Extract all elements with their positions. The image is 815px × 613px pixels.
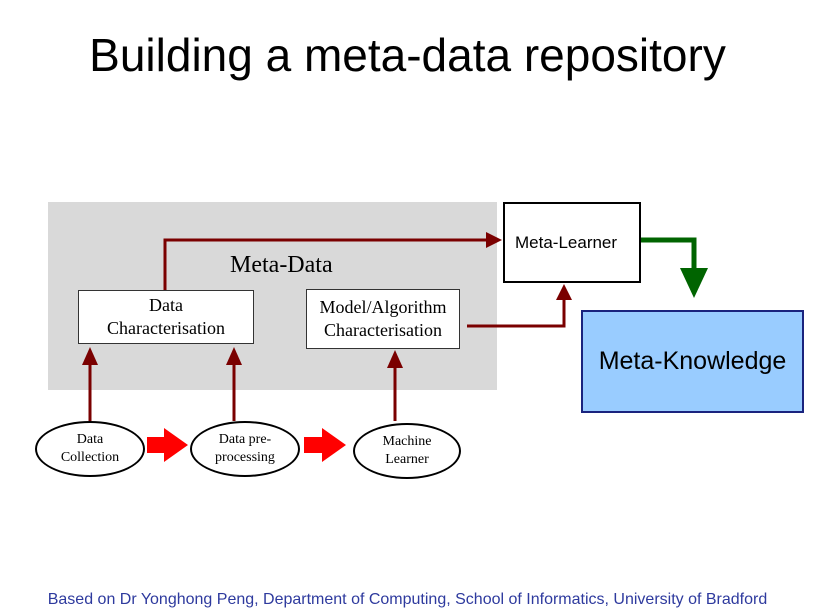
data-characterisation-box: Data Characterisation: [78, 290, 254, 344]
meta-knowledge-box: Meta-Knowledge: [581, 310, 804, 413]
model-algorithm-characterisation-label: Model/Algorithm Characterisation: [319, 297, 447, 340]
data-collection-ellipse: Data Collection: [35, 421, 145, 477]
data-preprocessing-label: Data pre- processing: [215, 432, 275, 465]
meta-learner-label: Meta-Learner: [515, 233, 618, 252]
meta-knowledge-label: Meta-Knowledge: [598, 347, 787, 375]
footer-credit: Based on Dr Yonghong Peng, Department of…: [47, 591, 768, 608]
arrow-data-char-to-meta-learner: [163, 232, 502, 290]
data-preprocessing-ellipse: Data pre- processing: [190, 421, 300, 477]
arrow-model-char-to-meta-learner: [467, 284, 572, 328]
arrow-meta-learner-to-meta-knowledge: [641, 237, 708, 298]
arrow-collection-to-preprocessing: [147, 428, 188, 462]
meta-data-label: Meta-Data: [230, 252, 333, 278]
data-collection-label: Data Collection: [60, 432, 120, 465]
arrow-data-collection-up: [82, 347, 98, 421]
slide-title: Building a meta-data repository: [89, 29, 726, 81]
model-algorithm-characterisation-box: Model/Algorithm Characterisation: [306, 289, 460, 349]
machine-learner-label: Machine Learner: [382, 434, 432, 467]
arrow-data-preprocessing-up: [226, 347, 242, 421]
data-characterisation-label: Data Characterisation: [107, 295, 225, 338]
machine-learner-ellipse: Machine Learner: [353, 423, 461, 479]
arrow-machine-learner-up: [387, 350, 403, 421]
arrow-preprocessing-to-machine-learner: [304, 428, 346, 462]
meta-learner-box: Meta-Learner: [503, 202, 641, 283]
